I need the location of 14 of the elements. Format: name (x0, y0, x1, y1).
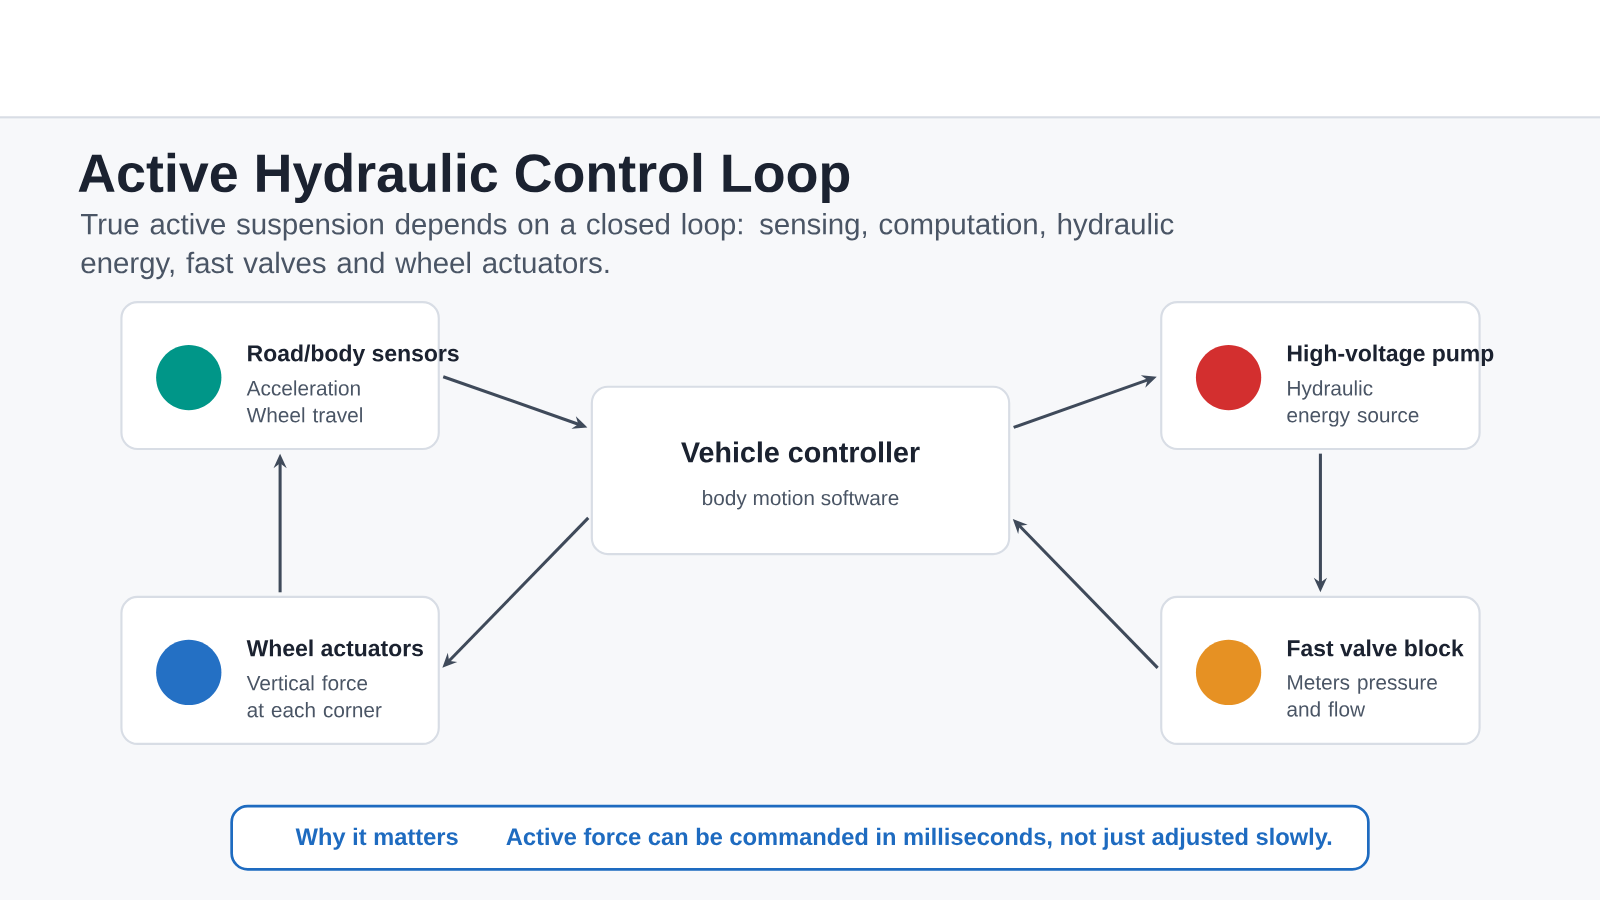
box-title: Road/body sensors (248, 344, 459, 366)
box-title: Vehicle controller (681, 441, 920, 463)
title: Active Hydraulic Control Loop (78, 152, 850, 203)
box-title: High-voltage pump (1287, 344, 1494, 367)
box-description: Meters pressure and flow (1287, 675, 1437, 717)
box-title: Fast valve block (1287, 639, 1464, 657)
box-title: Wheel actuators (246, 639, 423, 657)
callout-text: Active force can be commanded in milliseconds, not just adjusted slowly. (506, 827, 1332, 850)
box-description: Hydraulic energy source (1287, 380, 1419, 427)
box-description: Acceleration Wheel travel (246, 380, 362, 423)
subtitle: True active suspension depends on a closed loop: sensing, computation, hydraulic energy, fast valves and wheel actuators. (81, 212, 1174, 280)
callout-text: Why it matters (295, 827, 458, 850)
box-subtitle: body motion software (703, 490, 899, 510)
box-description: Vertical force at each corner (246, 675, 382, 718)
